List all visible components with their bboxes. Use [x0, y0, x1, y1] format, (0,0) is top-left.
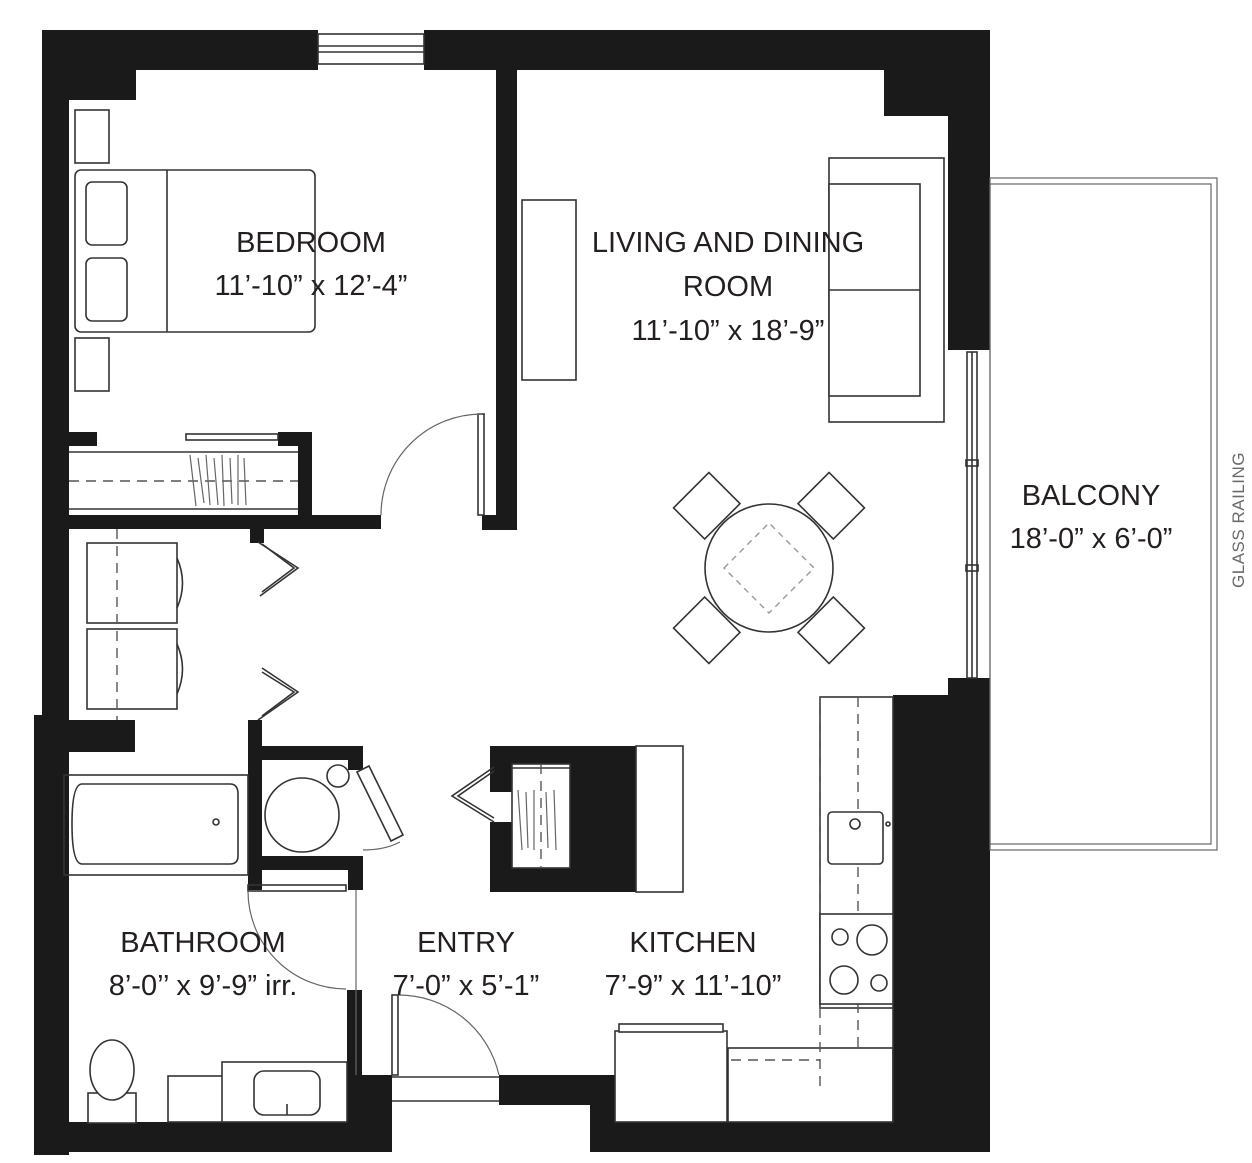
living-name-line1: LIVING AND DINING: [592, 227, 864, 259]
living-dims: 11’-10” x 18’-9”: [632, 315, 825, 347]
top-window: [317, 33, 425, 65]
entry-dims: 7’-0” x 5’-1”: [393, 970, 540, 1002]
room-labels: BEDROOM 11’-10” x 12’-4” LIVING AND DINI…: [109, 227, 1248, 1002]
bathroom-dims: 8’-0’’ x 9’-9” irr.: [109, 970, 298, 1002]
dining-set: [672, 471, 866, 665]
washer: [86, 542, 178, 624]
water-heater: [264, 764, 350, 853]
living-name-line2: ROOM: [683, 271, 773, 303]
bathroom-name: BATHROOM: [120, 927, 285, 959]
sofa: [828, 157, 945, 423]
balcony-outline: [989, 177, 1218, 851]
cooktop: [819, 913, 894, 1005]
bedroom-closet: [69, 433, 298, 510]
bathroom-fixtures: [63, 764, 405, 1124]
bedroom-name: BEDROOM: [236, 227, 386, 259]
nightstand-top: [74, 109, 110, 164]
glass-railing-label: GLASS RAILING: [1229, 452, 1248, 588]
bedroom-dims: 11’-10” x 12’-4”: [215, 270, 408, 302]
walls: [34, 30, 990, 1155]
laundry-bifold-door: [257, 541, 300, 721]
nightstand-bottom: [74, 337, 110, 392]
bathtub: [71, 783, 239, 865]
entry-door[interactable]: [391, 994, 500, 1102]
dryer: [86, 628, 178, 710]
fridge: [614, 1023, 728, 1123]
kitchen-sink: [827, 811, 891, 865]
kitchen: [614, 696, 894, 1123]
bathroom-door: [247, 884, 357, 1075]
closet-bifold-door: [450, 766, 495, 823]
bed: [74, 169, 316, 333]
bath-counter: [167, 1075, 225, 1123]
vanity: [221, 1061, 348, 1123]
entry-name: ENTRY: [417, 927, 515, 959]
coat-closet: [450, 745, 684, 893]
balcony-name: BALCONY: [1022, 480, 1161, 512]
laundry: [86, 529, 300, 721]
kitchen-dims: 7’-9” x 11’-10”: [605, 970, 782, 1002]
living-furniture: [521, 157, 945, 665]
tv-console: [521, 199, 577, 381]
bedroom-furniture: [69, 109, 485, 516]
utility-door: [355, 764, 405, 851]
balcony-sliding-door[interactable]: [965, 351, 979, 679]
toilet: [87, 1039, 137, 1124]
balcony-dims: 18’-0” x 6’-0”: [1010, 523, 1173, 555]
kitchen-name: KITCHEN: [629, 927, 756, 959]
bedroom-door: [380, 413, 485, 516]
